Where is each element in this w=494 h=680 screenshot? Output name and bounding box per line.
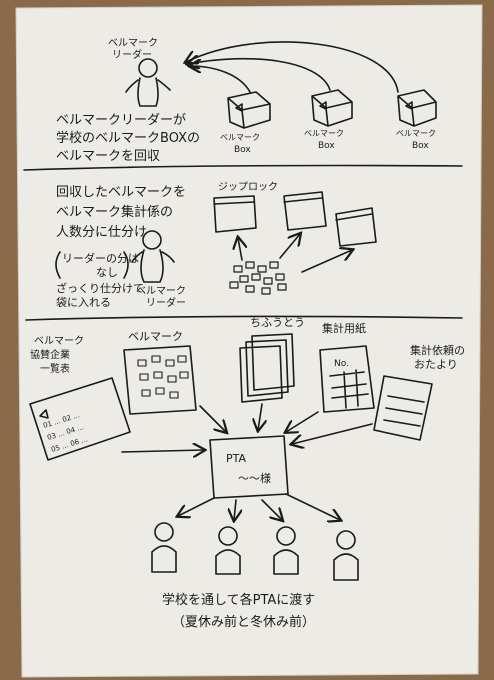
bag-arrow-1	[238, 238, 242, 261]
s2-aside-line2: なし	[96, 266, 118, 279]
pta-person-1	[151, 522, 177, 573]
ziplock-label: ジップロック	[218, 181, 278, 193]
sheet-no: No.	[334, 359, 349, 369]
leader-figure-2	[131, 230, 175, 283]
section-divider-1	[23, 164, 463, 171]
ziplock-bags	[213, 191, 377, 247]
pta-person-2	[215, 526, 241, 575]
aside-bracket	[55, 251, 129, 279]
envelope-stack	[239, 333, 295, 403]
leader-label-line2: リーダー	[112, 48, 152, 61]
section-divider-2	[25, 315, 463, 321]
s2-caption2-line2: 袋に入れる	[56, 295, 111, 309]
list-title-line3: 一覧表	[40, 362, 70, 375]
box2-label-bottom: Box	[318, 141, 335, 151]
arrow-pta-2	[234, 499, 236, 520]
paper-sheet	[15, 4, 483, 678]
bellmark-box-2	[311, 89, 353, 127]
leader2-label-line2: リーダー	[146, 296, 186, 309]
box3-label-bottom: Box	[412, 141, 429, 151]
pta-envelope	[209, 435, 289, 499]
box1-label-bottom: Box	[234, 145, 251, 155]
collect-arc-arrow-3	[190, 66, 251, 93]
tally-sheet	[319, 345, 375, 413]
bag-arrow-3	[301, 250, 352, 273]
s1-caption-line1: ベルマークリーダーが	[56, 113, 186, 128]
s1-caption-line3: ベルマークを回収	[56, 149, 160, 164]
bellmark-pile	[229, 261, 287, 295]
box1-label-top: ベルマーク	[220, 133, 260, 142]
bellmark-box-3	[397, 89, 437, 127]
s2-caption-line3: 人数分に仕分け	[56, 225, 147, 240]
pta-person-3	[273, 526, 299, 575]
s2-caption-line1: 回収したベルマークを	[56, 185, 186, 200]
arrow-envelope-to-pta	[258, 403, 262, 430]
pta-label: PTA	[226, 452, 246, 465]
arrow-sheet-to-pta	[286, 411, 319, 432]
notice-label-line2: おたより	[414, 358, 458, 371]
s3-caption-line1: 学校を通して各PTAに渡す	[162, 592, 315, 608]
arrow-pta-1	[178, 497, 215, 516]
leader-label-line1: ベルマーク	[108, 37, 158, 49]
arrow-notice-to-pta	[292, 423, 373, 444]
collect-arc-arrow	[186, 41, 399, 93]
list-title-line2: 協賛企業	[30, 348, 70, 361]
s1-caption-line2: 学校のベルマークBOXの	[56, 130, 200, 146]
sponsor-list-sheet	[29, 377, 131, 461]
arrow-pta-4	[285, 493, 340, 520]
collect-arc-arrow-2	[188, 59, 331, 91]
pta-sub: ～～様	[238, 471, 271, 485]
list-title-line1: ベルマーク	[34, 335, 84, 347]
leader-figure-1	[125, 58, 171, 107]
s2-caption-line2: ベルマーク集計係の	[56, 204, 173, 220]
leader2-label-line1: ベルマーク	[136, 285, 186, 297]
sheet-label: 集計用紙	[322, 321, 366, 335]
notice-label-line1: 集計依頼の	[410, 343, 465, 357]
s3-caption-line2: （夏休み前と冬休み前）	[172, 614, 315, 630]
s2-caption2-line1: ざっくり仕分けて	[56, 281, 144, 295]
request-notice	[373, 375, 433, 441]
arrow-pta-3	[261, 499, 282, 520]
arrow-list-to-pta	[121, 450, 204, 452]
box3-label-top: ベルマーク	[396, 129, 436, 138]
bellmark-box-1	[227, 91, 271, 129]
box2-label-top: ベルマーク	[304, 129, 344, 138]
s2-aside-line1: リーダーの分は	[62, 251, 139, 265]
pta-person-4	[333, 530, 359, 581]
envelope-label: ちふうとう	[250, 316, 305, 329]
arrow-bellmark-to-pta	[199, 405, 226, 432]
bag-arrow-2	[279, 234, 300, 259]
bellmark-label: ベルマーク	[128, 330, 183, 343]
bellmark-sheet	[123, 345, 197, 415]
